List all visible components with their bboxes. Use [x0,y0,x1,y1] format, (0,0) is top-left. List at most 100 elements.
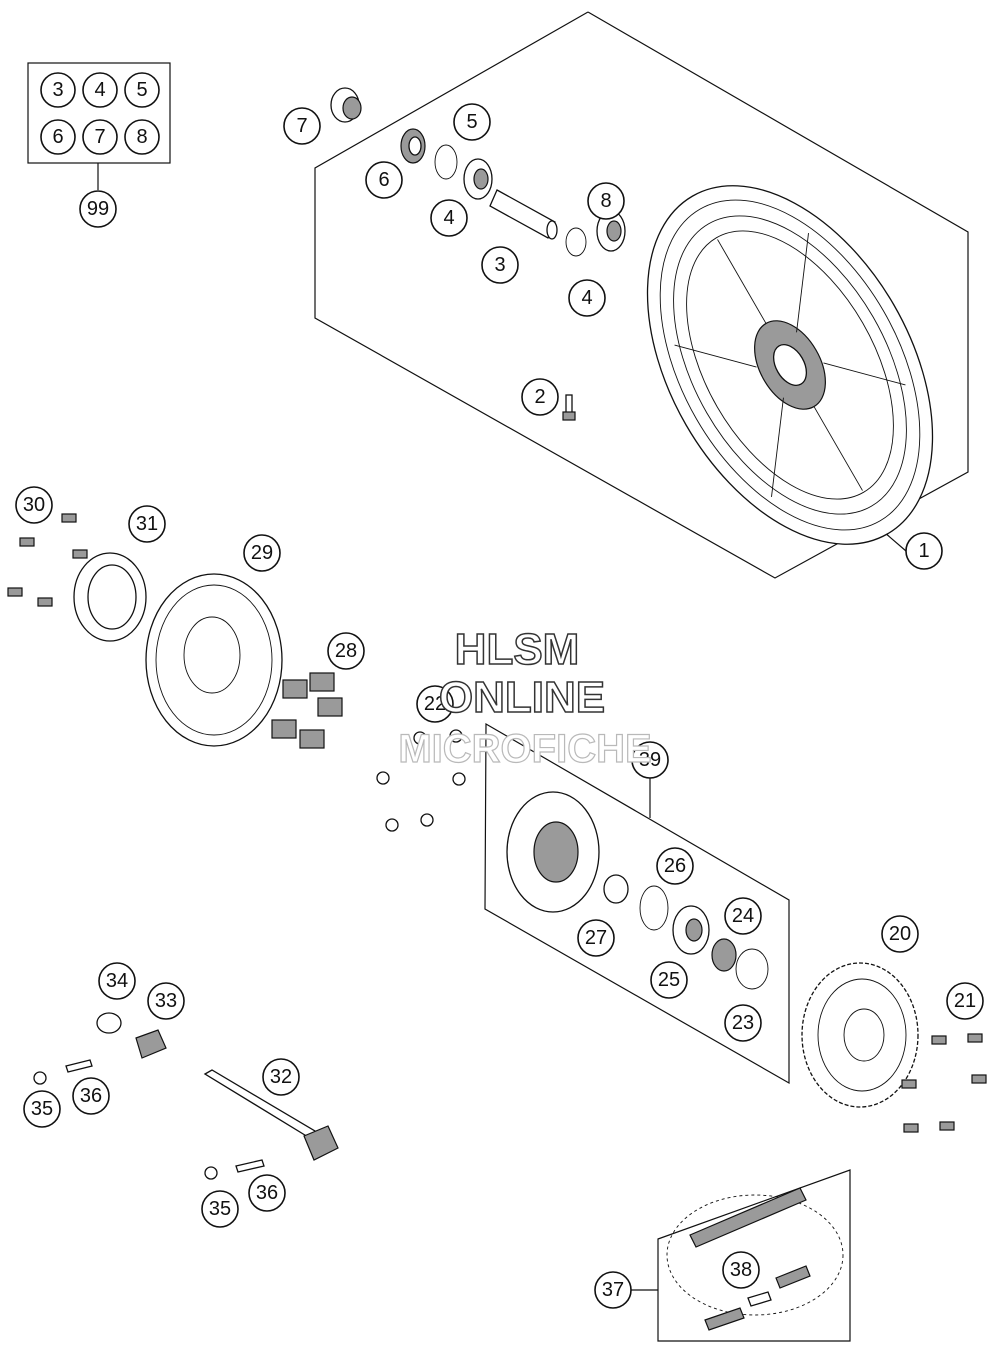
svg-text:99: 99 [87,198,109,220]
sprocket-carrier [506,791,600,913]
bearing-25 [672,905,710,955]
nut-35b [204,1166,218,1180]
svg-text:4: 4 [443,207,454,229]
watermark-line-3: MICROFICHE [398,727,651,771]
svg-text:31: 31 [136,513,158,535]
svg-text:36: 36 [80,1085,102,1107]
callout-3[interactable]: 3 [481,246,519,284]
callout-2[interactable]: 2 [521,378,559,416]
callout-32[interactable]: 32 [262,1058,300,1096]
callout-4b[interactable]: 4 [568,279,606,317]
svg-text:36: 36 [256,1182,278,1204]
svg-text:26: 26 [664,855,686,877]
nut-35a [33,1071,47,1085]
callout-38[interactable]: 38 [722,1251,760,1289]
bearing-4a [463,158,493,200]
spacer-7 [330,87,362,123]
svg-text:34: 34 [106,970,128,992]
kit-content-7[interactable]: 7 [82,119,118,155]
pin-36b [235,1159,265,1173]
svg-text:21: 21 [954,990,976,1012]
svg-text:28: 28 [335,640,357,662]
bolts-30 [7,513,88,607]
sprocket-20 [801,962,919,1108]
callout-99[interactable]: 99 [79,190,117,228]
svg-text:24: 24 [732,905,754,927]
svg-text:39: 39 [639,749,661,771]
callout-20[interactable]: 20 [881,915,919,953]
svg-text:7: 7 [296,115,307,137]
kit-content-3[interactable]: 3 [40,72,76,108]
svg-text:8: 8 [136,126,147,148]
svg-text:5: 5 [466,111,477,133]
callout-36b[interactable]: 36 [248,1174,286,1212]
svg-text:35: 35 [209,1198,231,1220]
callout-39[interactable]: 39 [631,741,669,779]
kit-box [27,62,171,190]
kit-content-5[interactable]: 5 [124,72,160,108]
callout-22[interactable]: 22 [416,685,454,723]
callout-25[interactable]: 25 [650,961,688,999]
callout-35b[interactable]: 35 [201,1190,239,1228]
callout-5[interactable]: 5 [453,103,491,141]
callout-1[interactable]: 1 [905,532,943,570]
rear-wheel [646,185,934,545]
callout-28[interactable]: 28 [327,632,365,670]
watermark-line-2: ONLINE [439,673,605,722]
svg-text:4: 4 [581,287,592,309]
callout-6[interactable]: 6 [365,161,403,199]
washer-8 [565,227,587,257]
spacer-27 [603,874,629,904]
callout-33[interactable]: 33 [147,982,185,1020]
svg-text:3: 3 [494,254,505,276]
chain [666,1187,844,1331]
kit-content-8[interactable]: 8 [124,119,160,155]
damper-rubbers-28 [271,672,343,749]
kit-content-4[interactable]: 4 [82,72,118,108]
callout-30[interactable]: 30 [15,486,53,524]
callout-26[interactable]: 26 [656,847,694,885]
bolts-21 [901,1033,987,1133]
svg-text:37: 37 [602,1279,624,1301]
svg-text:4: 4 [94,79,105,101]
svg-text:29: 29 [251,542,273,564]
callout-35a[interactable]: 35 [23,1090,61,1128]
callout-4a[interactable]: 4 [430,199,468,237]
svg-text:33: 33 [155,990,177,1012]
callout-24[interactable]: 24 [724,897,762,935]
svg-text:3: 3 [52,79,63,101]
callout-8[interactable]: 8 [587,182,625,220]
nut-34 [96,1012,122,1034]
chain-group-outline [630,1169,851,1342]
pulse-ring-31 [73,552,147,642]
callout-21[interactable]: 21 [946,982,984,1020]
svg-text:20: 20 [889,923,911,945]
seal-24 [711,938,737,972]
callout-36a[interactable]: 36 [72,1077,110,1115]
callout-34[interactable]: 34 [98,962,136,1000]
wheel-spindle-32 [203,1069,339,1161]
svg-text:38: 38 [730,1259,752,1281]
callout-23[interactable]: 23 [724,1004,762,1042]
callout-27[interactable]: 27 [577,919,615,957]
callout-31[interactable]: 31 [128,505,166,543]
valve-stem [562,394,576,421]
circlip-26 [639,885,669,931]
circlip-5 [434,144,458,180]
seal-6 [400,128,426,164]
kit-content-6[interactable]: 6 [40,119,76,155]
sprocket-carrier-outline [484,722,790,1085]
callout-29[interactable]: 29 [243,534,281,572]
svg-text:30: 30 [23,494,45,516]
nuts-22 [376,729,466,832]
watermark: HLSM ONLINE MICROFICHE [398,624,653,771]
callout-7[interactable]: 7 [283,107,321,145]
svg-text:6: 6 [52,126,63,148]
distance-tube-3 [489,189,558,240]
watermark-line-1: HLSM [455,625,580,674]
callout-37[interactable]: 37 [594,1271,632,1309]
spacer-23 [735,948,769,990]
svg-text:2: 2 [534,386,545,408]
svg-text:23: 23 [732,1012,754,1034]
svg-text:7: 7 [94,126,105,148]
